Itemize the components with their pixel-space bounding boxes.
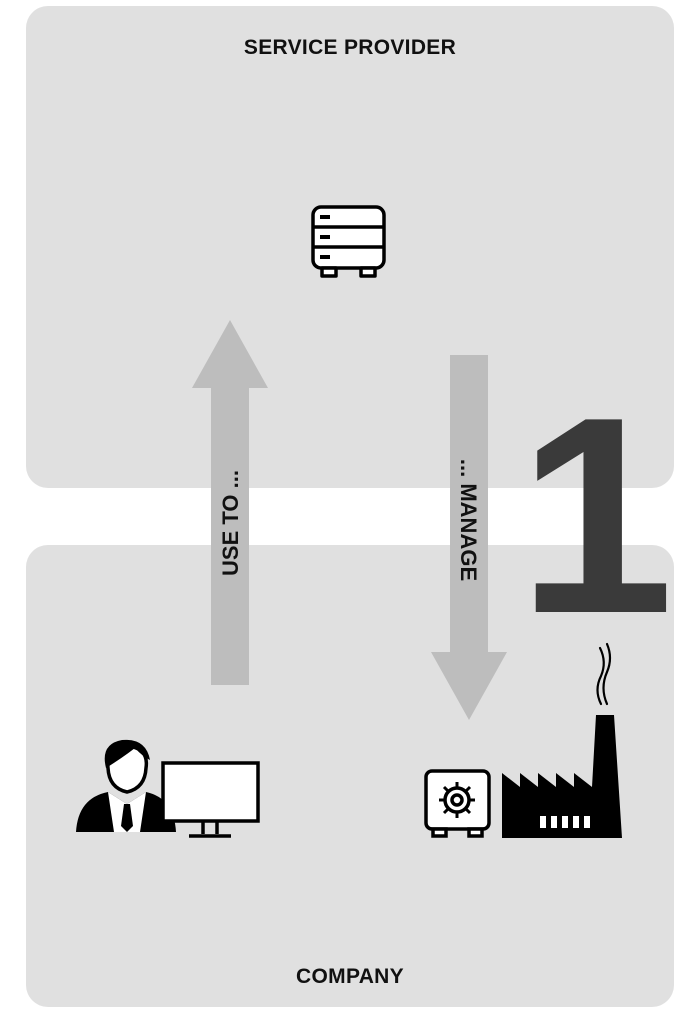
company-title: COMPANY bbox=[296, 965, 404, 988]
step-number: 1 bbox=[518, 360, 674, 672]
factory-icon bbox=[502, 642, 622, 838]
service-provider-title: SERVICE PROVIDER bbox=[243, 36, 457, 59]
use-to-label: USE TO ... bbox=[218, 470, 243, 576]
use-to-arrow: USE TO ... bbox=[192, 320, 268, 685]
manage-label: ... MANAGE bbox=[456, 459, 481, 581]
monitor-icon bbox=[161, 761, 260, 838]
manage-arrow: ... MANAGE bbox=[431, 355, 507, 720]
server-icon bbox=[311, 205, 386, 278]
safe-gear-icon bbox=[424, 769, 491, 838]
business-user-icon bbox=[76, 739, 176, 832]
